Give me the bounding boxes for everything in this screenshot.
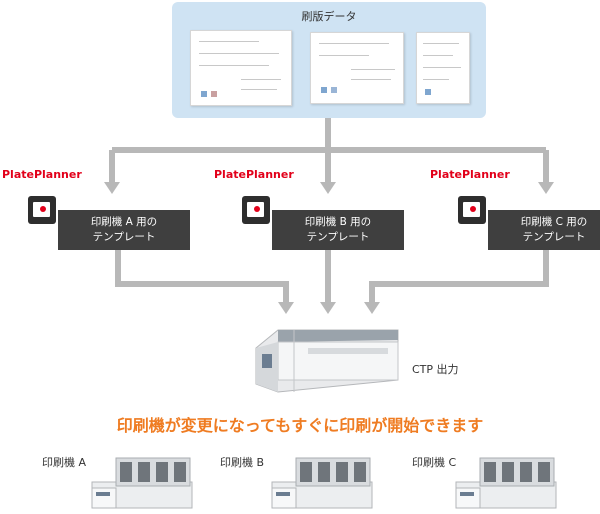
plateplanner-logo: PlatePlanner [430,168,510,181]
plateplanner-logo: PlatePlanner [2,168,82,181]
template-c-line1: 印刷機 C 用の [520,216,588,228]
printing-press-icon [455,457,557,509]
template-a-line1: 印刷機 A 用の [90,216,158,228]
template-c-line2: テンプレート [522,231,586,243]
template-a-line2: テンプレート [92,231,156,243]
plateplanner-icon [28,196,56,224]
headline-message: 印刷機が変更になってもすぐに印刷が開始できます [116,416,484,435]
press-c-label: 印刷機 C [412,456,457,469]
plateplanner-logo: PlatePlanner [214,168,294,181]
press-a-label: 印刷機 A [42,456,87,469]
document-icon [416,32,470,104]
print-data-box: 刷版データ [172,2,486,118]
template-a: 印刷機 A 用の テンプレート [58,210,190,250]
template-b-line2: テンプレート [306,231,370,243]
document-icon [310,32,404,104]
template-c: 印刷機 C 用の テンプレート [488,210,600,250]
print-data-title: 刷版データ [301,10,357,23]
document-icon [190,30,292,106]
template-b: 印刷機 B 用の テンプレート [272,210,404,250]
ctp-device-icon [255,329,399,393]
printing-press-icon [271,457,373,509]
printing-press-icon [91,457,193,509]
press-b-label: 印刷機 B [220,456,265,469]
plateplanner-icon [242,196,270,224]
template-b-line1: 印刷機 B 用の [304,216,372,228]
plateplanner-icon [458,196,486,224]
ctp-output-label: CTP 出力 [412,363,459,376]
